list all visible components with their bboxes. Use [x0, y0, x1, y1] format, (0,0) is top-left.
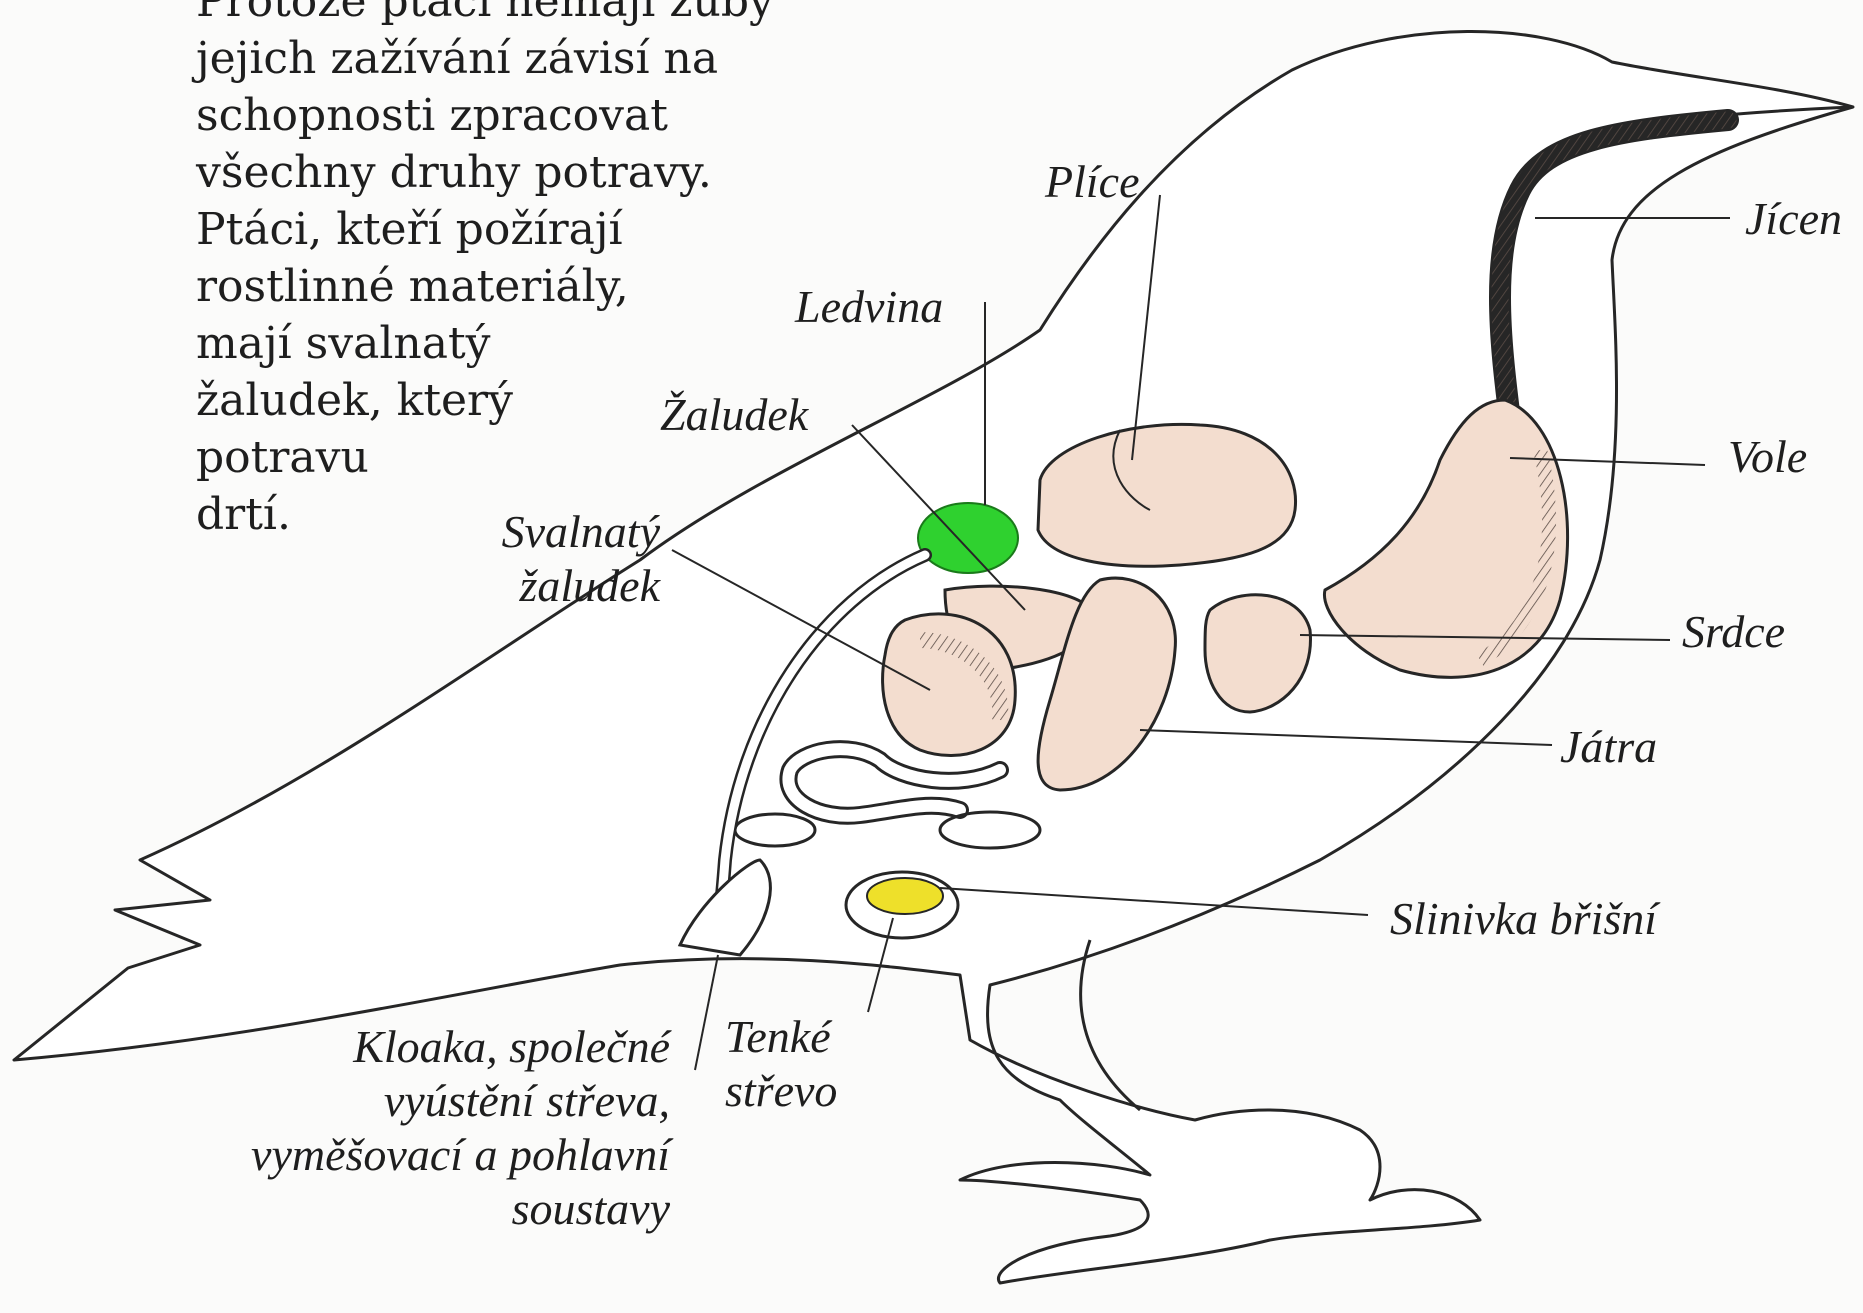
pancreas [867, 878, 943, 914]
label-plice: Plíce [1045, 155, 1140, 209]
intro-line: schopnosti zpracovat [196, 87, 836, 144]
leg-line [1081, 940, 1140, 1110]
intro-line: jejich zažívání závisí na [196, 30, 836, 87]
intro-line: Protože ptáci nemají zuby [196, 0, 836, 30]
label-jatra: Játra [1560, 720, 1657, 774]
lung [1038, 424, 1296, 566]
intro-line: rostlinné materiály, [196, 258, 836, 315]
label-srdce: Srdce [1682, 605, 1785, 659]
label-svalnaty-zaludek: Svalnatý žaludek [440, 505, 660, 613]
intro-line: všechny druhy potravy. [196, 144, 836, 201]
leader-kloaka [695, 955, 718, 1070]
label-kloaka-line: soustavy [180, 1182, 670, 1236]
intro-line: mají svalnatý [196, 315, 836, 372]
label-slinivka: Slinivka břišní [1390, 892, 1657, 946]
label-vole: Vole [1728, 430, 1807, 484]
label-svalnaty-line: žaludek [440, 559, 660, 613]
label-svalnaty-line: Svalnatý [440, 505, 660, 559]
label-kloaka-line: vyústění střeva, [180, 1074, 670, 1128]
label-kloaka: Kloaka, společné vyústění střeva, vyměšo… [180, 1020, 670, 1236]
label-tenke-line: střevo [725, 1064, 837, 1118]
intro-text: Protože ptáci nemají zuby jejich zažíván… [196, 0, 836, 543]
label-ledvina: Ledvina [795, 280, 943, 334]
label-kloaka-line: vyměšovací a pohlavní [180, 1128, 670, 1182]
intro-line: Ptáci, kteří požírají [196, 201, 836, 258]
label-jicen: Jícen [1745, 192, 1842, 246]
kidney [918, 503, 1018, 573]
label-tenke-line: Tenké [725, 1010, 837, 1064]
label-tenke-strevo: Tenké střevo [725, 1010, 837, 1118]
label-zaludek: Žaludek [660, 388, 808, 442]
label-kloaka-line: Kloaka, společné [180, 1020, 670, 1074]
